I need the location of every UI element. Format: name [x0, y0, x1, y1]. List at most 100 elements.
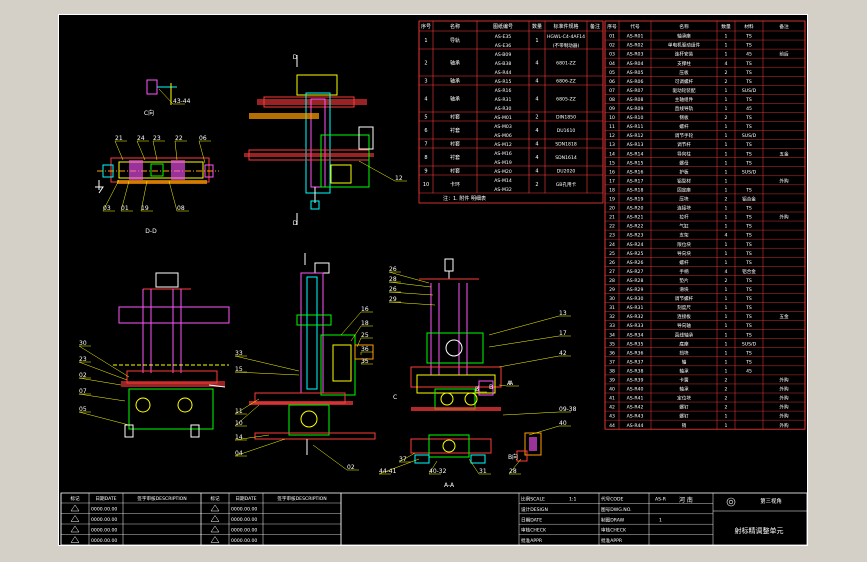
- bom-cell: TS: [745, 160, 752, 166]
- parts-cell-no: 10: [423, 182, 429, 188]
- bom-cell: 导向轴: [677, 322, 691, 329]
- parts-cell-code: AS-E35: [495, 34, 512, 40]
- bom-cell: 调节手轮: [675, 132, 694, 139]
- tb-label: 批准APPR: [521, 537, 543, 544]
- bom-cell: 12: [609, 133, 615, 139]
- parts-header-cell: 数量: [532, 23, 542, 30]
- section-aa-view: [410, 434, 492, 464]
- bom-cell: TS: [745, 224, 752, 230]
- bom-cell: 铝型材: [677, 177, 691, 184]
- top-view: [244, 55, 374, 225]
- bom-cell: 2: [725, 70, 728, 76]
- parts-cell-no: 4: [424, 97, 427, 103]
- bom-cell: 侧板: [679, 114, 689, 121]
- bom-cell: 42: [609, 405, 615, 411]
- bom-cell: 支撑柱: [677, 60, 691, 67]
- bom-cell: AS-R20: [627, 206, 644, 212]
- parts-cell-name: 导轨: [450, 37, 460, 44]
- bom-cell: 卡簧: [679, 377, 689, 384]
- bom-cell: 30: [609, 296, 615, 302]
- parts-cell-name: 衬套: [450, 168, 460, 175]
- bom-cell: 06: [609, 79, 615, 85]
- bom-cell: AS-R43: [627, 414, 644, 420]
- balloon-right: 28: [509, 468, 517, 475]
- leader-line: [360, 358, 368, 365]
- bom-cell: 滑块: [679, 286, 689, 293]
- tb-title: 射标精调整单元: [735, 526, 784, 535]
- bom-cell: AS-R03: [627, 52, 644, 58]
- balloon-dd: 24: [137, 135, 145, 142]
- bom-cell: 1: [725, 88, 728, 94]
- tb-scale-value: 1:1: [569, 497, 576, 503]
- rev-triangle-icon: [210, 515, 220, 522]
- view-label-d: D: [293, 54, 298, 61]
- bom-cell: 1: [725, 423, 728, 429]
- bom-cell: AS-R39: [627, 378, 644, 384]
- parts-cell-no: 2: [424, 61, 427, 67]
- parts-cell-no: 9: [424, 169, 427, 175]
- bom-cell: TS: [745, 251, 752, 257]
- tb-label: 制图DRAW: [601, 516, 625, 523]
- bom-cell: AS-R16: [627, 169, 644, 175]
- bom-cell: 1: [725, 368, 728, 374]
- bom-cell: 29: [609, 287, 615, 293]
- bom-cell: AS-R10: [627, 115, 644, 121]
- parts-cell-code: AS-M03: [494, 124, 512, 130]
- bom-cell: 22: [609, 224, 615, 230]
- balloon-dd: 19: [141, 205, 149, 212]
- bom-cell: AS-R12: [627, 133, 644, 139]
- bom-cell: 销: [682, 422, 687, 429]
- balloon-right: B: [475, 386, 479, 393]
- leader-line: [388, 281, 432, 288]
- leader-line: [234, 398, 260, 415]
- bom-cell: AS-R09: [627, 106, 644, 112]
- bom-cell: 04: [609, 61, 615, 67]
- parts-header-cell: 名称: [450, 23, 460, 30]
- bom-cell: 1: [725, 251, 728, 257]
- bom-cell: 40: [609, 387, 615, 393]
- parts-cell-name: 衬套: [450, 154, 460, 161]
- bom-cell: TS: [745, 314, 752, 320]
- bom-cell: 1: [725, 151, 728, 157]
- tb-label: 代号CODE: [601, 496, 624, 503]
- balloon-front: 23: [79, 356, 87, 363]
- balloon-dd: 22: [175, 135, 183, 142]
- parts-cell-code: AS-R31: [495, 97, 512, 103]
- parts-cell-no: 6: [424, 128, 427, 134]
- balloon-dd: 03: [103, 205, 111, 212]
- bom-cell: 护板: [679, 168, 689, 175]
- parts-cell-qty: 2: [535, 182, 538, 188]
- bom-cell: TS: [745, 359, 752, 365]
- bom-cell: 41: [609, 396, 615, 402]
- balloon-right: 37: [399, 456, 407, 463]
- bom-cell: 垫片: [679, 277, 689, 284]
- leader-line: [388, 271, 430, 284]
- bom-cell: 45: [746, 106, 752, 112]
- parts-cell-code: AS-M06: [494, 133, 512, 139]
- bom-cell: 螺杆: [679, 123, 689, 130]
- tb-label: 日期DATE: [521, 517, 542, 523]
- bom-cell: 1: [725, 178, 728, 184]
- rev-triangle-icon: [210, 525, 220, 533]
- leader-line: [120, 180, 130, 212]
- parts-cell-code: AS-M14: [494, 178, 512, 184]
- leader-line: [358, 160, 396, 182]
- view-letter-c: C: [393, 394, 397, 401]
- rev-header: 签字审核DESCRIPTION: [137, 495, 186, 502]
- parts-header-cell: 图纸编号: [493, 23, 513, 30]
- bom-cell: AS-R27: [627, 269, 644, 275]
- leader-line: [488, 335, 560, 348]
- bom-cell: TS: [745, 124, 752, 130]
- leader-line: [234, 404, 260, 427]
- parts-cell-qty: 2: [535, 115, 538, 121]
- tb-projection: 第三视角: [760, 497, 782, 505]
- bom-cell: 气缸: [679, 223, 689, 230]
- rev-triangle-icon: [210, 504, 220, 512]
- bom-cell: AS-R32: [627, 314, 644, 320]
- leader-line: [234, 355, 300, 372]
- bom-cell: 1: [725, 187, 728, 193]
- bom-cell: 轴承: [679, 386, 689, 393]
- balloon-right: 17: [559, 330, 567, 337]
- leader-line: [488, 315, 560, 336]
